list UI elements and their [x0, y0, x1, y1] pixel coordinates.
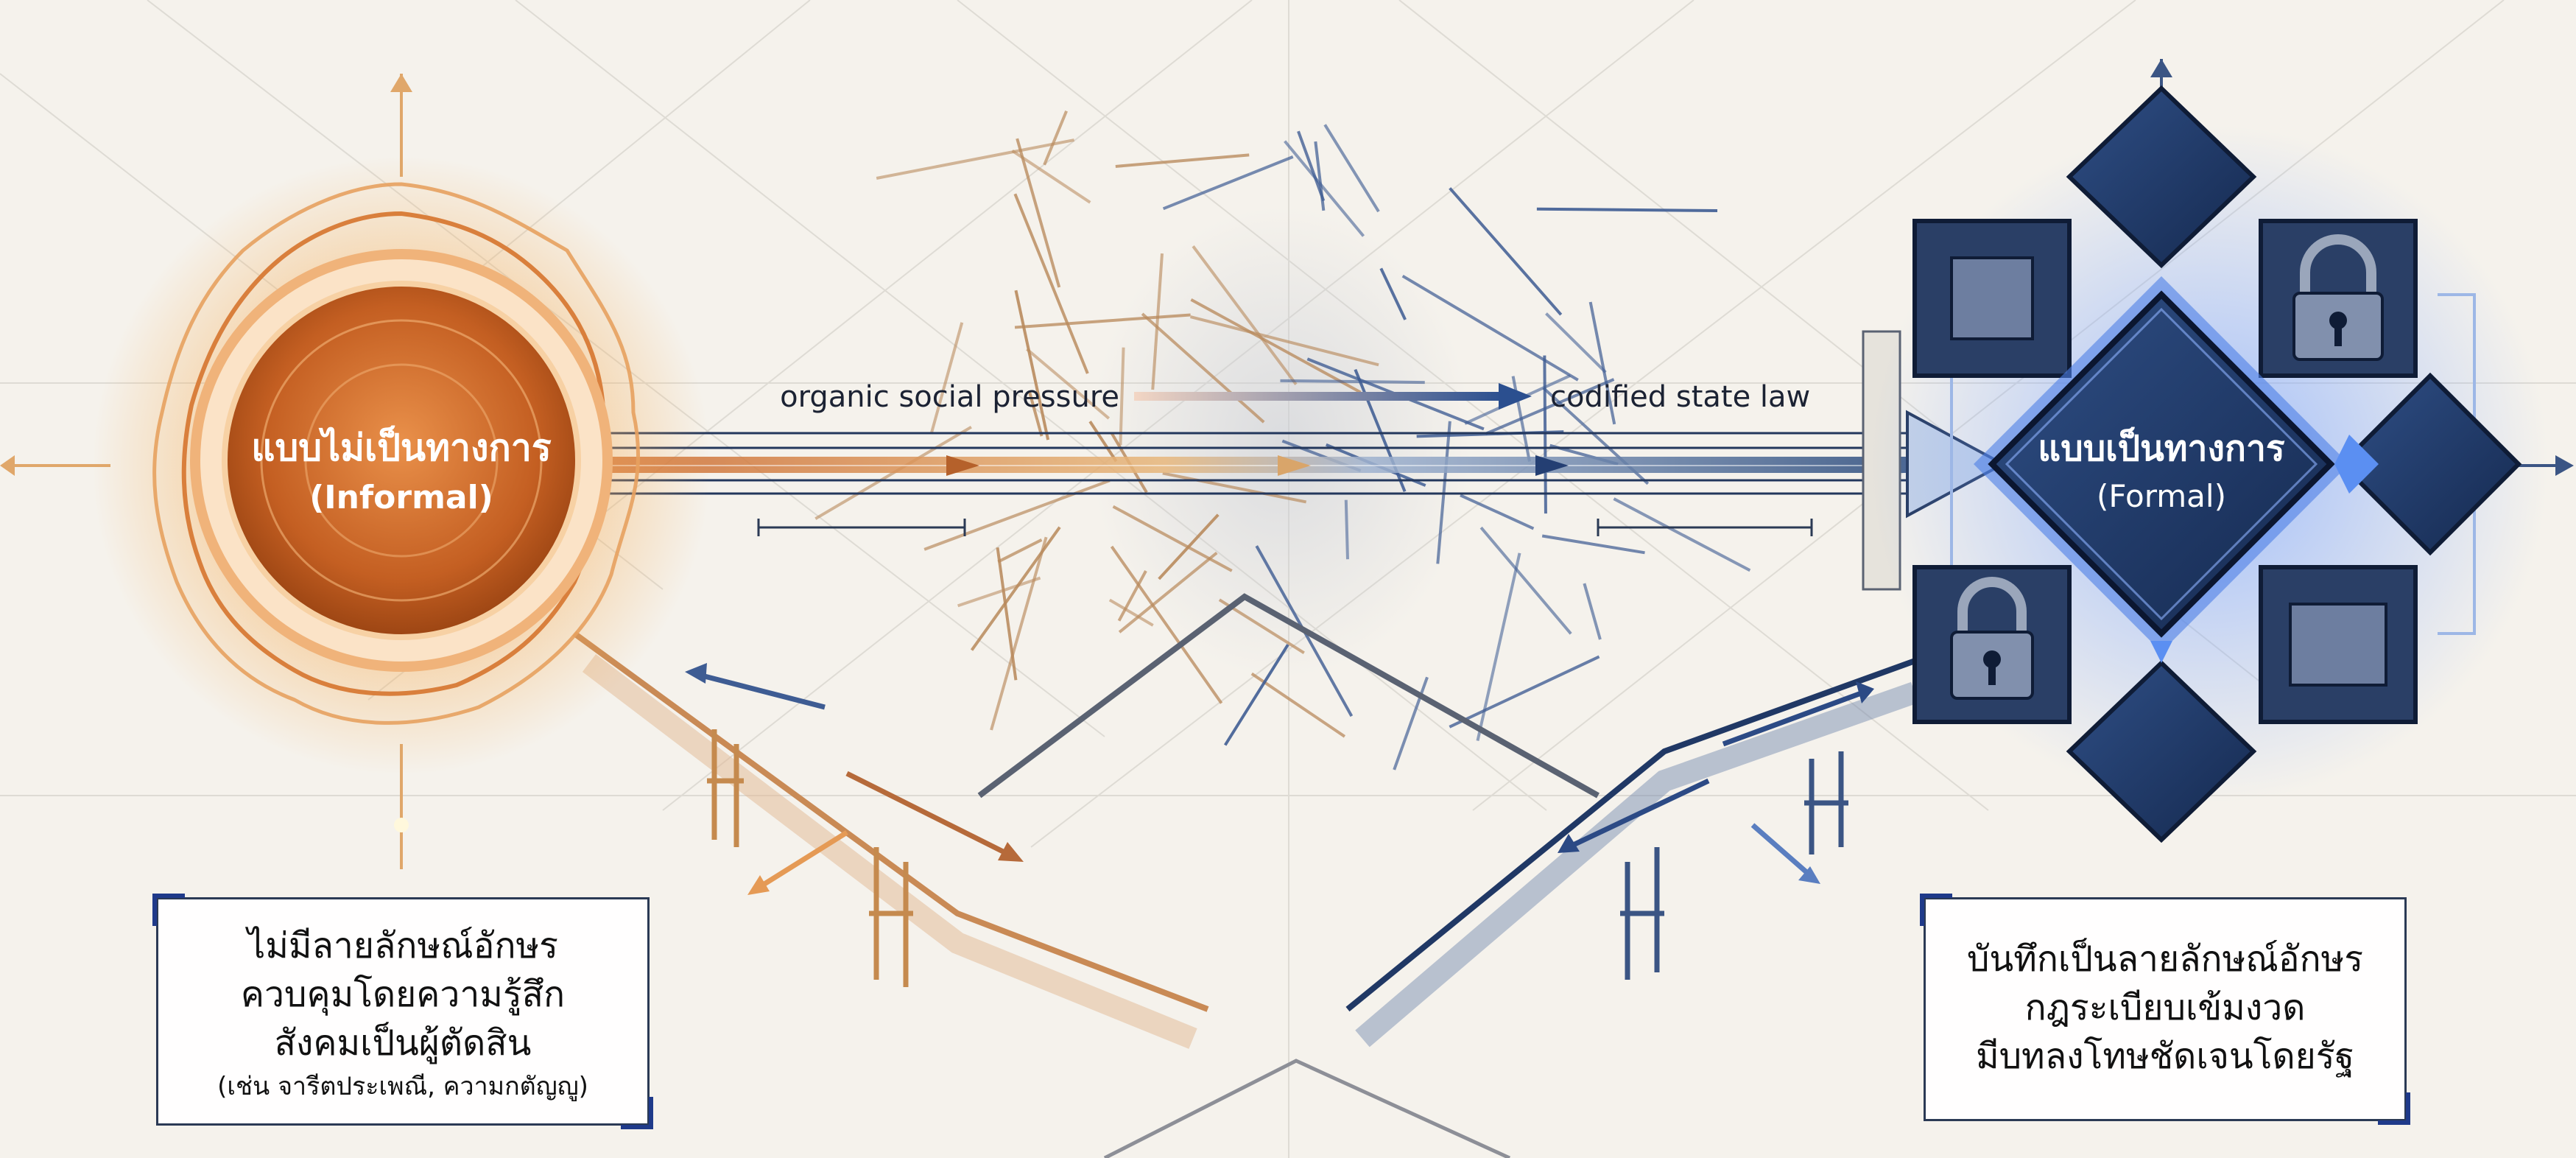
formal-caption-line-1: บันทึกเป็นลายลักษณ์อักษร [1966, 938, 2364, 980]
formal-title-en: (Formal) [2097, 478, 2226, 514]
shard-line [1583, 583, 1602, 640]
shard-line [1162, 471, 1307, 504]
shard-line [1280, 379, 1425, 385]
formal-caption: บันทึกเป็นลายลักษณ์อักษร กฎระเบียบเข้มงว… [1920, 894, 2410, 1125]
shard-line [1223, 644, 1289, 746]
informal-caption: ไม่มีลายลักษณ์อักษร ควบคุมโดยความรู้สึก … [152, 894, 653, 1129]
shard-line [1297, 130, 1326, 202]
shard-line [923, 479, 1111, 551]
shard-line [1014, 313, 1191, 329]
shard-line [1401, 274, 1579, 382]
shard-line [1141, 312, 1265, 424]
shard-line [1190, 315, 1379, 367]
caption-corner-mark [1920, 894, 1952, 926]
shard-line [1323, 124, 1380, 213]
shard-line [1151, 253, 1164, 390]
shard-line [1119, 347, 1125, 446]
center-mist [1090, 206, 1473, 678]
shard-line [1110, 545, 1223, 704]
shard-line [1016, 138, 1061, 288]
shard-line [1543, 355, 1547, 514]
caption-corner-mark [152, 894, 185, 926]
shard-line [997, 538, 1043, 564]
informal-caption-line-4: (เช่น จารีตประเพณี, ความกตัญญู) [217, 1072, 588, 1101]
shard-line [1460, 494, 1535, 530]
formal-caption-line-2: กฎระเบียบเข้มงวด [2024, 987, 2306, 1028]
shard-line [1449, 187, 1563, 316]
shard-line [1118, 551, 1218, 634]
shard-line [1476, 552, 1521, 741]
shard-line [1192, 245, 1298, 385]
informal-caption-line-1: ไม่มีลายลักษณ์อักษร [247, 925, 558, 966]
shard-line [957, 576, 1041, 608]
lock-icon-2 [1950, 577, 2034, 700]
shard-line [1314, 141, 1326, 211]
lock-icon [2292, 234, 2384, 361]
shard-line [1088, 421, 1118, 463]
shard-line [929, 322, 964, 435]
shard-line [1158, 513, 1220, 580]
informal-title-en: (Informal) [309, 479, 493, 516]
shard-line [1379, 267, 1407, 320]
shard-line [1014, 290, 1050, 441]
informal-caption-line-2: ควบคุมโดยความรู้สึก [240, 974, 566, 1015]
shard-line [990, 536, 1048, 731]
shard-line [1393, 676, 1429, 771]
shard-line [1449, 655, 1600, 729]
shard-line [1013, 193, 1089, 374]
shard-line [1250, 672, 1346, 738]
shard-line [1190, 298, 1362, 394]
informal-title-th: แบบไม่เป็นทางการ [251, 425, 552, 469]
left-label: organic social pressure [780, 380, 1119, 414]
shard-line [1028, 391, 1044, 437]
shard-line [1588, 301, 1616, 425]
shard-line [1613, 497, 1751, 572]
shard-line [996, 547, 1018, 681]
shard-line [1108, 598, 1154, 627]
caption-corner-mark [2378, 1092, 2410, 1125]
shard-line [1479, 526, 1572, 635]
shard-line [1011, 150, 1091, 204]
shard-line [1043, 110, 1068, 166]
right-label: codified state law [1550, 380, 1810, 414]
shard-line [1284, 140, 1365, 237]
shard-line [1545, 312, 1607, 373]
shard-line [1112, 505, 1233, 572]
shard-line [1485, 378, 1615, 435]
informal-caption-line-3: สังคมเป็นผู้ตัดสิน [274, 1022, 532, 1064]
pressure-arrow [1134, 383, 1532, 410]
shard-line [1344, 499, 1349, 560]
informal-orb [0, 74, 711, 869]
lower-tracks [572, 593, 1931, 1158]
formal-caption-line-3: มีบทลงโทษชัดเจนโดยรัฐ [1975, 1036, 2355, 1077]
shard-line [970, 526, 1061, 651]
formal-structure [1871, 59, 2574, 843]
shard-line [1115, 153, 1250, 168]
formal-title-th: แบบเป็นทางการ [2038, 427, 2285, 469]
caption-corner-mark [621, 1097, 653, 1129]
shard-line [1026, 348, 1111, 420]
shard-line [1117, 570, 1147, 622]
shard-line [876, 138, 1074, 180]
shard-line [1162, 155, 1294, 211]
shard-line [1536, 207, 1718, 213]
shard-line [1541, 534, 1645, 555]
